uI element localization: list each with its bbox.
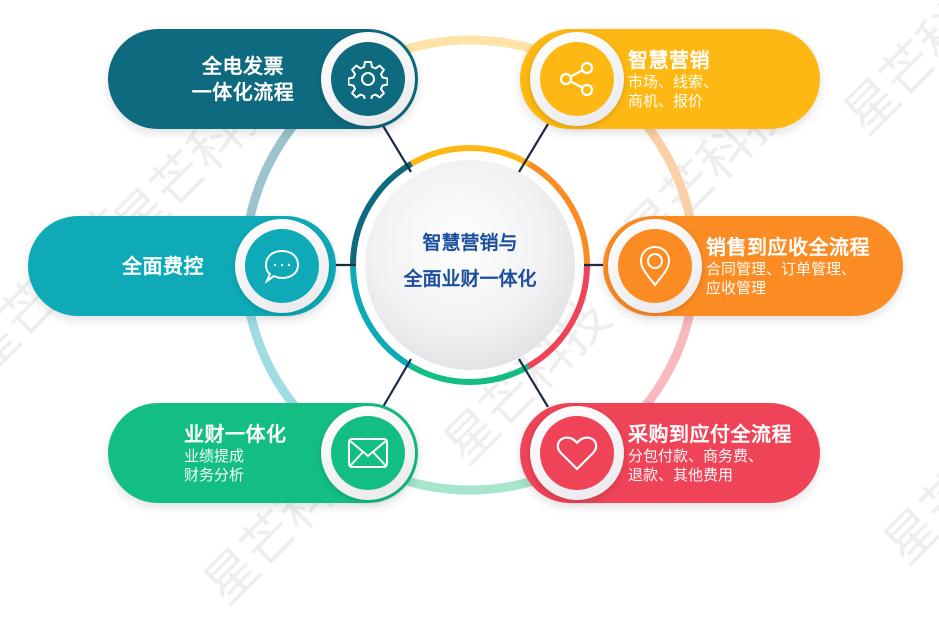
node-subtitle-line1: 合同管理、订单管理、 xyxy=(706,260,857,278)
inner-ring xyxy=(350,145,590,385)
node-subtitle-line2: 商机、报价 xyxy=(628,92,704,110)
node-title-line2: 一体化流程 xyxy=(191,80,295,104)
node-subtitle-line2: 退款、其他费用 xyxy=(628,466,734,484)
node-text: 全面费控 xyxy=(88,216,238,316)
icon-ring xyxy=(608,219,702,313)
node-expense-control[interactable]: 全面费控 xyxy=(28,216,336,316)
gear-icon xyxy=(331,42,405,116)
node-sales-receivable[interactable]: 销售到应收全流程 合同管理、订单管理、 应收管理 xyxy=(603,216,903,316)
center-title-line1: 智慧营销与 xyxy=(422,232,518,254)
node-title: 业财一体化 xyxy=(184,422,287,446)
node-subtitle-line1: 市场、线索、 xyxy=(628,73,719,91)
node-title: 智慧营销 xyxy=(628,48,710,72)
connector-lines xyxy=(335,123,603,408)
heart-icon xyxy=(540,416,614,490)
node-title: 采购到应付全流程 xyxy=(628,422,792,446)
node-subtitle-line1: 业绩提成 xyxy=(184,447,245,465)
chat-bubble-icon xyxy=(245,229,319,303)
share-icon xyxy=(540,42,614,116)
node-text: 智慧营销 市场、线索、 商机、报价 xyxy=(628,29,808,129)
node-subtitle-line1: 分包付款、商务费、 xyxy=(628,447,764,465)
node-invoice[interactable]: 全电发票 一体化流程 xyxy=(108,29,418,129)
node-subtitle-line2: 财务分析 xyxy=(184,466,245,484)
node-title: 全面费控 xyxy=(122,254,204,278)
node-text: 业财一体化 业绩提成 财务分析 xyxy=(184,403,324,503)
node-text: 采购到应付全流程 分包付款、商务费、 退款、其他费用 xyxy=(628,403,818,503)
node-text: 全电发票 一体化流程 xyxy=(148,29,338,129)
location-pin-icon xyxy=(618,229,692,303)
node-text: 销售到应收全流程 合同管理、订单管理、 应收管理 xyxy=(706,216,901,316)
icon-ring xyxy=(321,32,415,126)
node-title: 全电发票 xyxy=(202,54,284,78)
node-procurement-payable[interactable]: 采购到应付全流程 分包付款、商务费、 退款、其他费用 xyxy=(520,403,820,503)
center-disc xyxy=(365,160,575,370)
icon-ring xyxy=(235,219,329,313)
node-finance-integration[interactable]: 业财一体化 业绩提成 财务分析 xyxy=(108,403,418,503)
node-marketing[interactable]: 智慧营销 市场、线索、 商机、报价 xyxy=(520,29,820,129)
center-title: 智慧营销与 全面业财一体化 xyxy=(370,225,570,297)
node-title: 销售到应收全流程 xyxy=(706,235,870,259)
envelope-icon xyxy=(331,416,405,490)
center-title-line2: 全面业财一体化 xyxy=(403,268,537,290)
icon-ring xyxy=(530,406,624,500)
node-subtitle-line2: 应收管理 xyxy=(706,279,767,297)
icon-ring xyxy=(321,406,415,500)
icon-ring xyxy=(530,32,624,126)
